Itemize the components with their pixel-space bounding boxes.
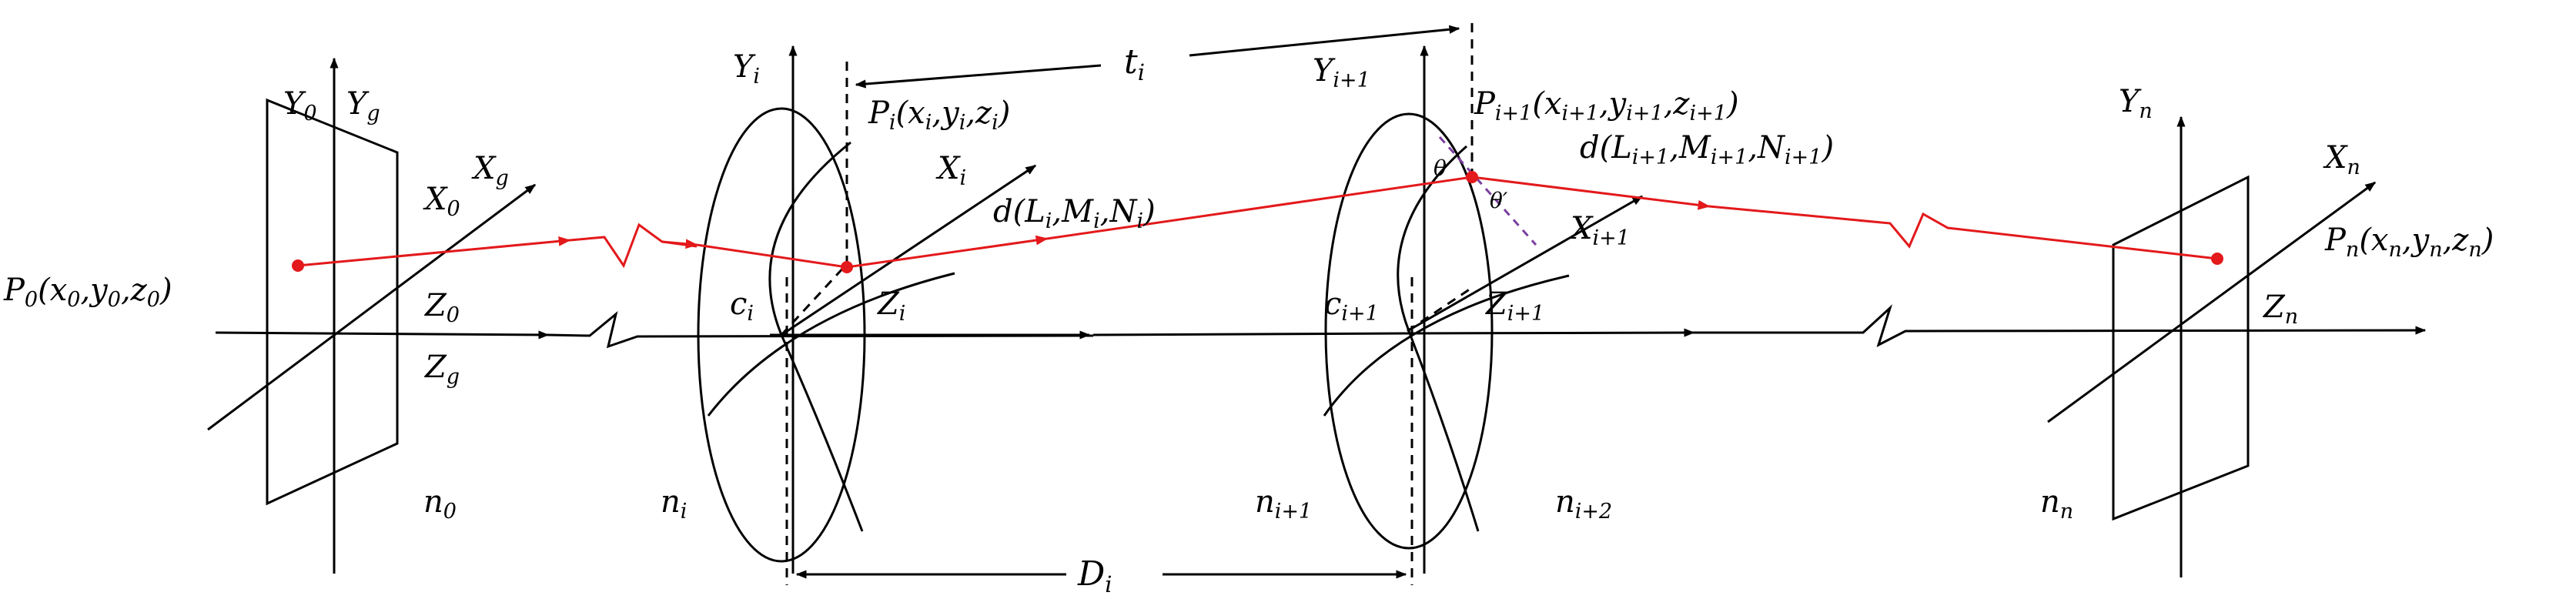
label-y0: Y0: [283, 86, 317, 125]
point-pi1: [1466, 171, 1478, 183]
label-yn: Yn: [2119, 84, 2153, 123]
label-zn: Zn: [2262, 289, 2298, 329]
label-theta-prime: θ′: [1490, 188, 1508, 213]
label-ni2: ni+2: [1555, 484, 1612, 524]
ray-points: [292, 171, 2223, 273]
label-nn: nn: [2040, 484, 2073, 524]
label-pi1: Pi+1(xi+1,yi+1,zi+1): [1474, 86, 1739, 125]
label-Di: Di: [1077, 554, 1112, 597]
optical-axis: [215, 304, 2427, 349]
label-yi1: Yi+1: [1313, 53, 1370, 92]
label-zg: Zg: [423, 350, 460, 389]
label-xi: Xi: [935, 151, 966, 190]
label-p0: P0(x0,y0,z0): [3, 273, 172, 312]
label-di: d(Li,Mi,Ni): [993, 194, 1156, 233]
surface-normal: [1438, 136, 1537, 246]
label-z0: Z0: [423, 288, 460, 327]
label-ci: ci: [730, 286, 754, 326]
label-yi: Yi: [733, 49, 760, 89]
point-p0: [292, 259, 304, 272]
label-n0: n0: [423, 484, 457, 524]
point-pi: [841, 261, 853, 273]
label-pi: Pi(xi,yi,zi): [868, 95, 1010, 135]
label-ci1: ci+1: [1324, 286, 1379, 326]
object-plane-0: [207, 57, 537, 574]
label-xn: Xn: [2323, 140, 2360, 179]
label-di1: d(Li+1,Mi+1,Ni+1): [1580, 130, 1834, 169]
label-ni: ni: [661, 484, 687, 524]
surface-i: [697, 45, 1037, 585]
label-zi: Zi: [876, 286, 905, 326]
label-zi1: Zi+1: [1484, 286, 1544, 326]
point-pn: [2211, 253, 2223, 265]
dimension-t: [855, 25, 1460, 89]
label-yg: Yg: [346, 86, 380, 125]
image-plane-n: [2047, 115, 2377, 577]
traced-ray: [297, 176, 2218, 269]
label-pn: Pn(xn,yn,zn): [2324, 223, 2494, 262]
label-x0: X0: [423, 182, 460, 221]
label-ti: ti: [1124, 42, 1145, 85]
label-xi1: Xi+1: [1568, 211, 1630, 250]
label-theta: θ: [1434, 156, 1447, 181]
surface-i1: [1323, 23, 1644, 585]
label-ni1: ni+1: [1255, 484, 1312, 524]
label-xg: Xg: [471, 151, 509, 190]
